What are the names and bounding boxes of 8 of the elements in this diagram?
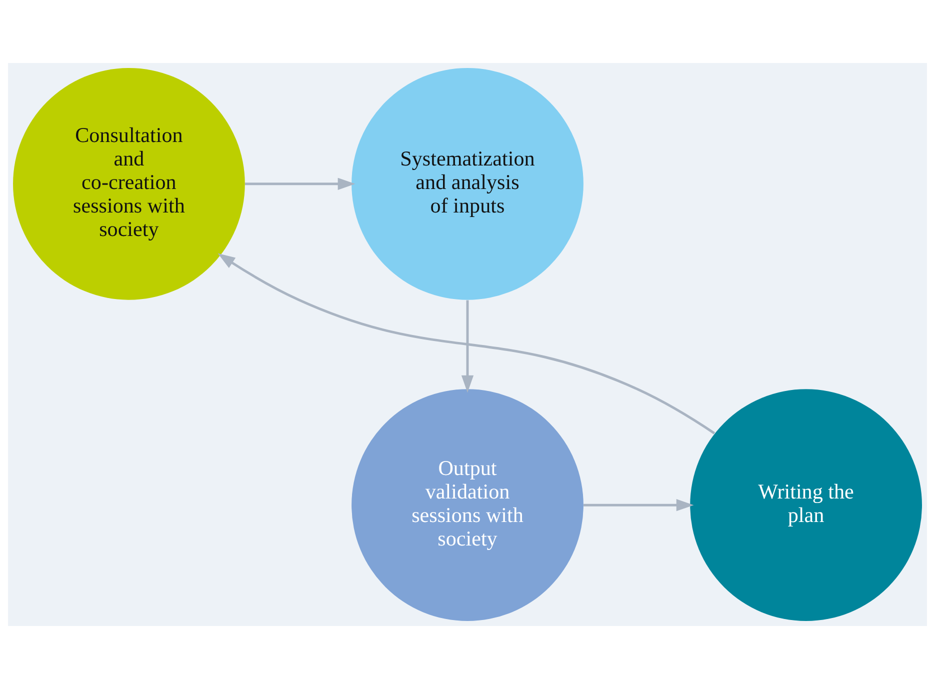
- arrow: [584, 499, 694, 512]
- arrow: [218, 253, 716, 434]
- node-circle: Consultation and co-creation sessions with society: [13, 68, 245, 300]
- node-circle: Systematization and analysis of inputs: [352, 68, 584, 300]
- node-circle: Writing the plan: [690, 389, 922, 622]
- arrow: [245, 178, 356, 190]
- node-circle: Output validation sessions with society: [352, 389, 584, 622]
- arrow: [461, 300, 474, 393]
